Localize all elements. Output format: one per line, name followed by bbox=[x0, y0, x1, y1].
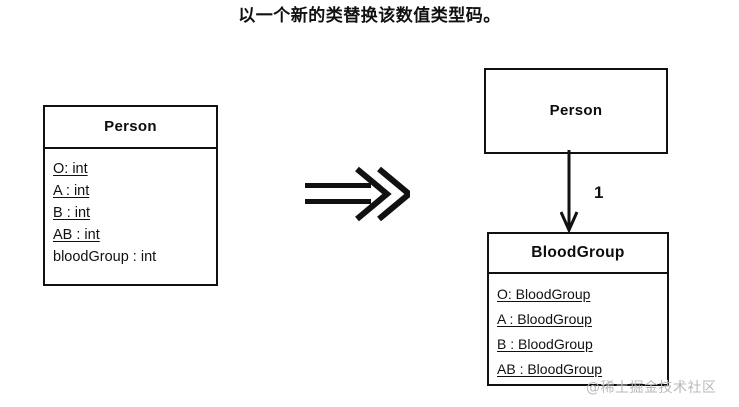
uml-class-name: Person bbox=[104, 118, 157, 135]
uml-attribute-row: A : BloodGroup bbox=[497, 309, 667, 334]
uml-attribute-row: AB : int bbox=[53, 225, 216, 247]
watermark: @稀土掘金技术社区 bbox=[586, 380, 717, 396]
uml-attribute-row: A : int bbox=[53, 181, 216, 203]
uml-attribute-list: O: int A : int B : int AB : int bloodGro… bbox=[45, 149, 216, 269]
uml-attribute: B : int bbox=[53, 205, 91, 221]
uml-attribute: O: BloodGroup bbox=[497, 286, 591, 302]
uml-attribute-row: AB : BloodGroup bbox=[497, 359, 667, 384]
uml-attribute: A : BloodGroup bbox=[497, 311, 592, 327]
uml-attribute-row: B : int bbox=[53, 203, 216, 225]
uml-class-name: Person bbox=[549, 102, 603, 119]
uml-attribute-row: bloodGroup : int bbox=[53, 247, 216, 269]
uml-attribute: A : int bbox=[53, 183, 90, 199]
uml-class-person-before: Person O: int A : int B : int AB : int b… bbox=[43, 105, 218, 286]
uml-attribute-row: O: int bbox=[53, 159, 216, 181]
uml-attribute-row: B : BloodGroup bbox=[497, 334, 667, 359]
uml-attribute-list: O: BloodGroup A : BloodGroup B : BloodGr… bbox=[489, 274, 667, 384]
uml-compartment-divider bbox=[489, 272, 667, 274]
uml-attribute: O: int bbox=[53, 161, 88, 177]
page-title: 以一个新的类替换该数值类型码。 bbox=[238, 6, 501, 26]
uml-class-person-after: Person bbox=[484, 68, 668, 154]
uml-attribute: B : BloodGroup bbox=[497, 336, 593, 352]
uml-class-bloodgroup: BloodGroup O: BloodGroup A : BloodGroup … bbox=[487, 232, 669, 386]
association-multiplicity-label: 1 bbox=[594, 183, 604, 202]
association-arrow bbox=[560, 150, 579, 234]
uml-attribute: AB : int bbox=[53, 227, 100, 243]
double-arrow-right-icon bbox=[305, 166, 410, 222]
uml-class-name: BloodGroup bbox=[531, 244, 625, 261]
uml-attribute: AB : BloodGroup bbox=[497, 361, 603, 377]
uml-attribute-row: O: BloodGroup bbox=[497, 284, 667, 309]
uml-attribute: bloodGroup : int bbox=[53, 249, 157, 265]
uml-compartment-divider bbox=[45, 147, 216, 149]
